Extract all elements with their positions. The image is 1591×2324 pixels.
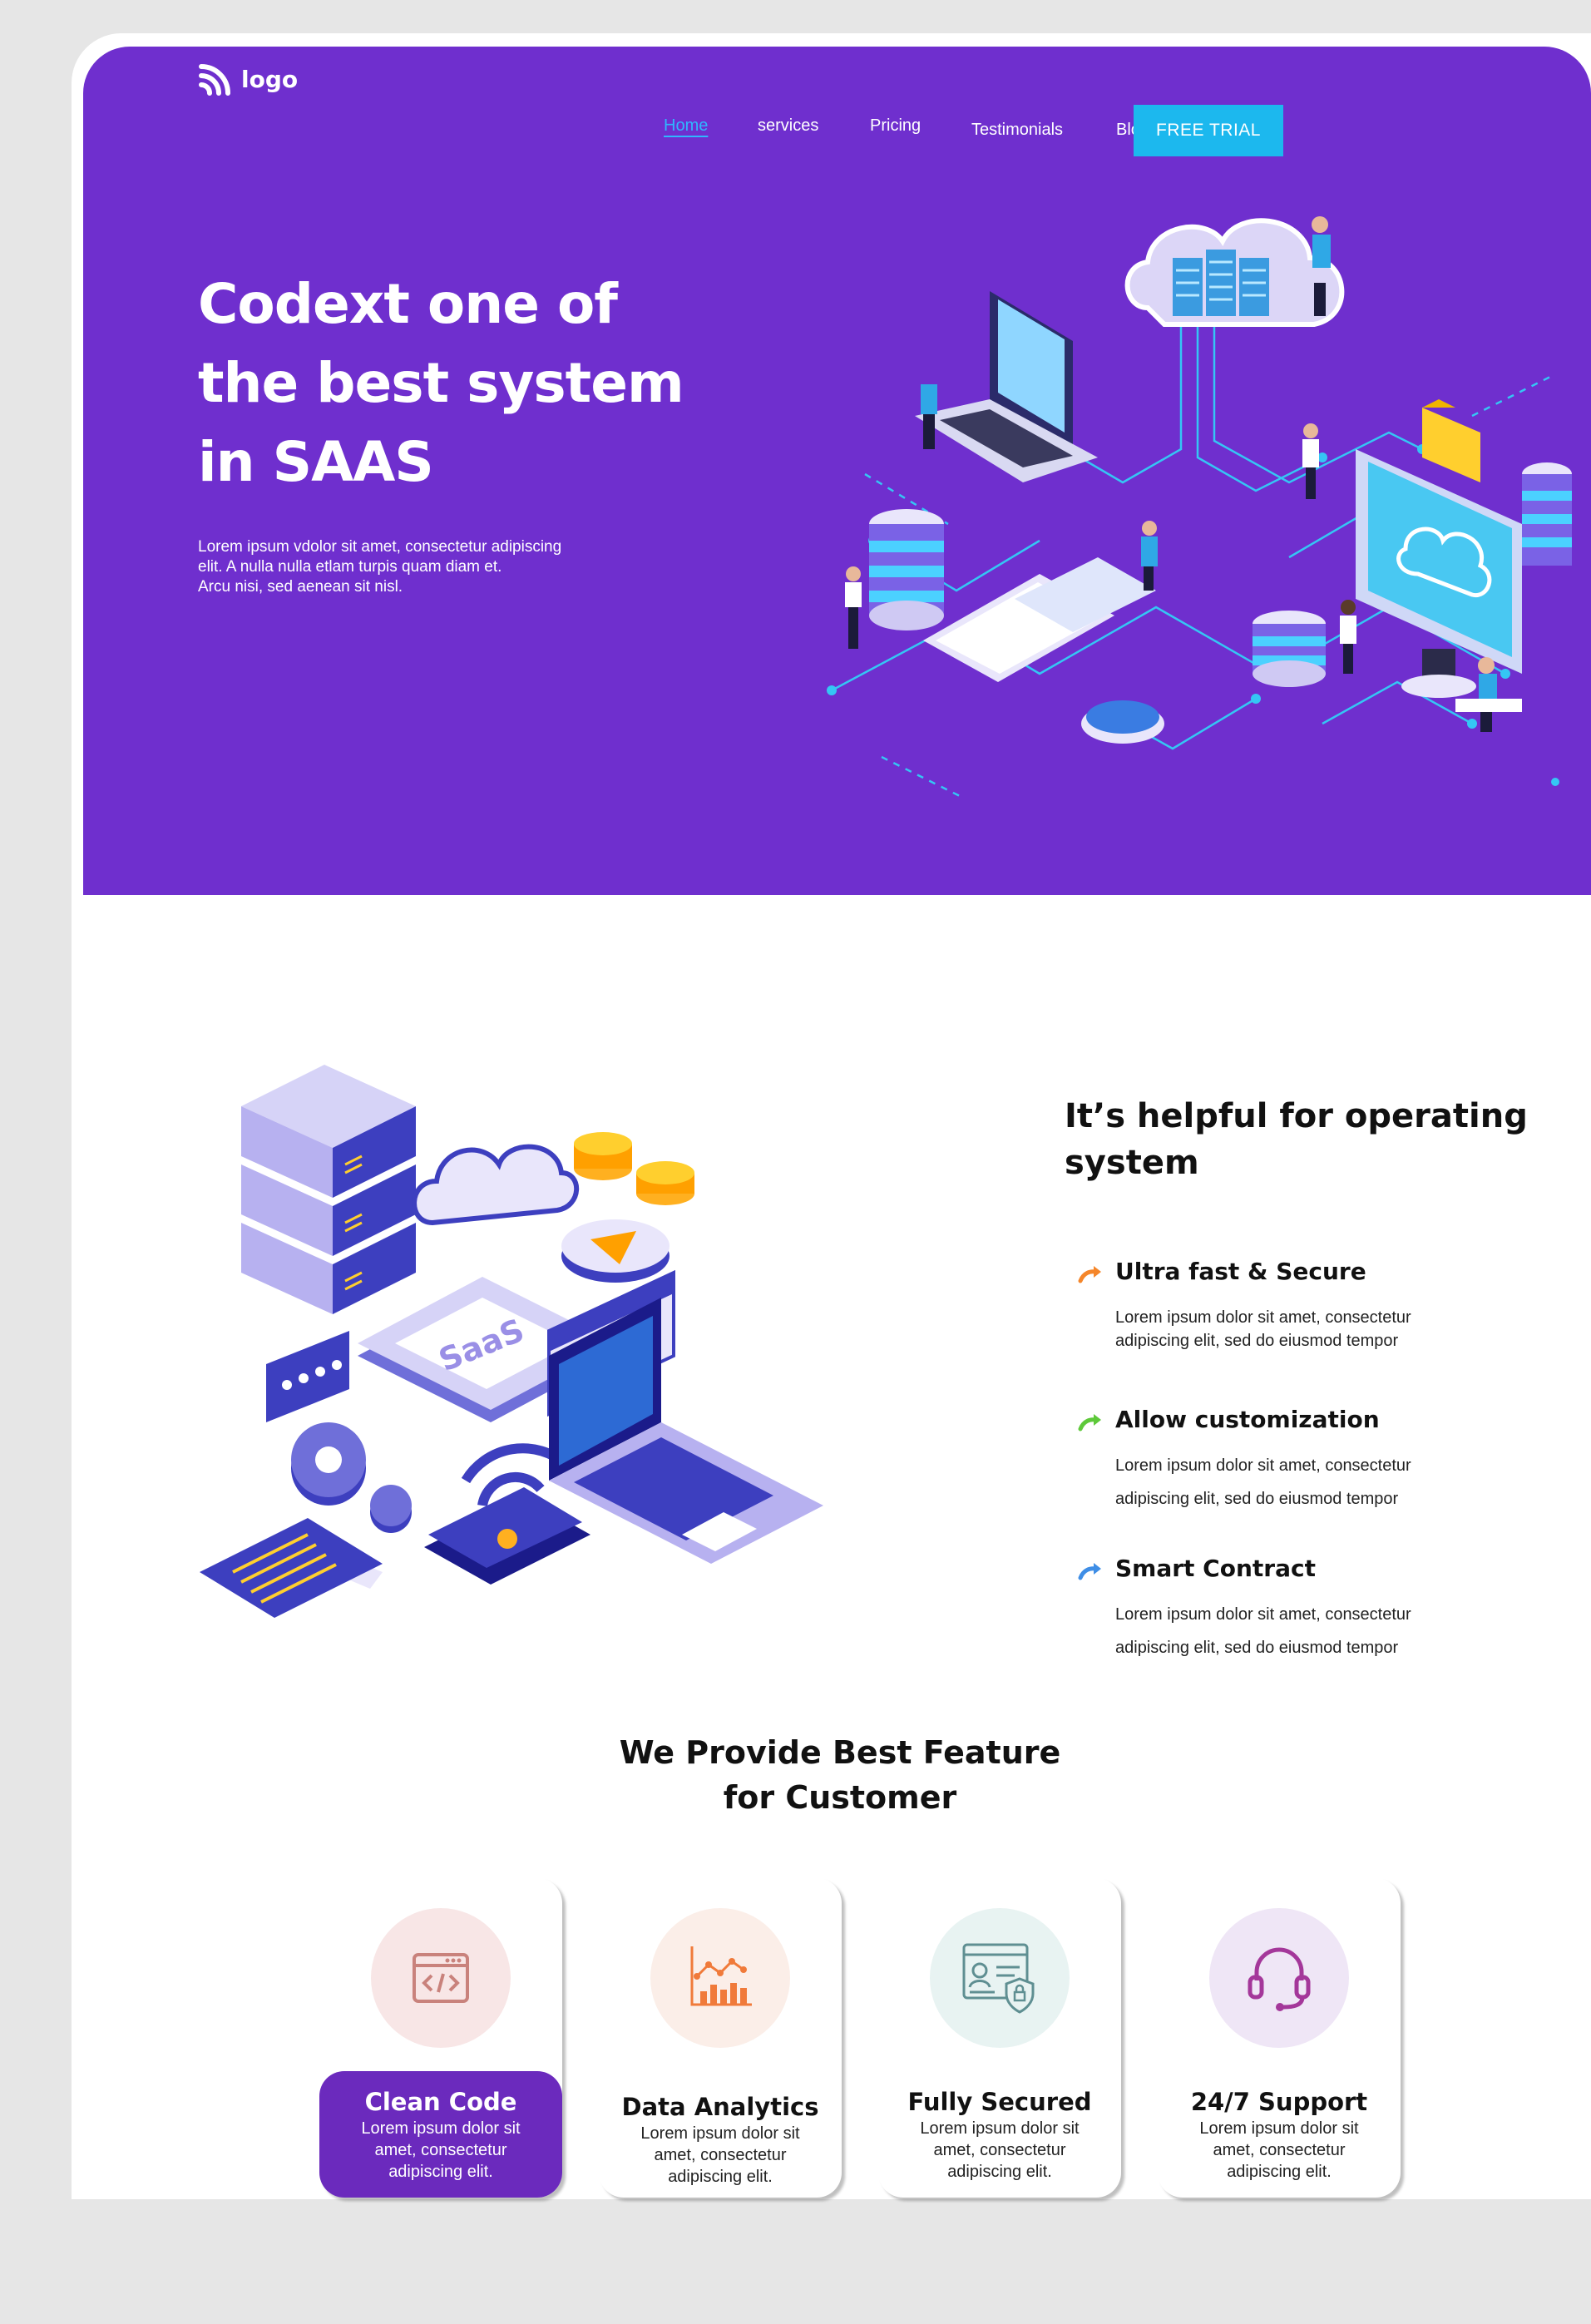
desc-line: Lorem ipsum dolor sit amet, consectetur (1115, 1605, 1411, 1624)
hero-title-line: Codext one of (198, 272, 618, 336)
card-body: Clean Code Lorem ipsum dolor sit amet, c… (319, 2071, 562, 2198)
saas-network-illustration (827, 216, 1572, 800)
logo-icon (199, 64, 230, 96)
feature-card-support[interactable]: 24/7 Support Lorem ipsum dolor sit amet,… (1158, 1878, 1401, 2198)
desc-line: amet, consectetur (654, 2146, 787, 2164)
feature-item-desc: Lorem ipsum dolor sit amet, consectetur … (1115, 1306, 1481, 1352)
card-desc: Lorem ipsum dolor sit amet, consectetur … (878, 2118, 1121, 2183)
card-desc: Lorem ipsum dolor sit amet, consectetur … (319, 2118, 562, 2183)
nav-pricing[interactable]: Pricing (870, 116, 921, 135)
feature-item-title: Ultra fast & Secure (1115, 1258, 1366, 1285)
headset-icon (1248, 1947, 1311, 2011)
desc-line: adipiscing elit. (947, 2163, 1052, 2181)
hero-desc-line: Arcu nisi, sed aenean sit nisl. (198, 578, 403, 596)
feature-item-title: Allow customization (1115, 1406, 1380, 1433)
logo-text: logo (241, 65, 299, 93)
feature-item-desc: Lorem ipsum dolor sit amet, consectetur … (1115, 1598, 1481, 1664)
curved-arrow-icon (1078, 1266, 1101, 1283)
card-body: Fully Secured Lorem ipsum dolor sit amet… (878, 2071, 1121, 2198)
hero-description: Lorem ipsum vdolor sit amet, consectetur… (198, 537, 714, 597)
feature-item-desc: Lorem ipsum dolor sit amet, consectetur … (1115, 1449, 1481, 1516)
desc-line: adipiscing elit, sed do eiusmod tempor (1115, 1332, 1399, 1350)
hero-title: Codext one of the best system in SAAS (198, 265, 780, 502)
hero-desc-line: elit. A nulla nulla etlam turpis quam di… (198, 558, 502, 576)
title-line: It’s helpful for operating (1065, 1097, 1528, 1135)
title-line: We Provide Best Feature (619, 1734, 1061, 1771)
desc-line: adipiscing elit. (388, 2163, 493, 2181)
code-window-icon (413, 1953, 469, 2003)
chart-icon (690, 1946, 752, 2006)
hero-title-line: in SAAS (198, 430, 434, 494)
hero-desc-line: Lorem ipsum vdolor sit amet, consectetur… (198, 538, 562, 556)
card-title: Fully Secured (907, 2088, 1092, 2116)
desc-line: Lorem ipsum dolor sit (920, 2119, 1080, 2138)
card-desc: Lorem ipsum dolor sit amet, consectetur … (599, 2123, 842, 2188)
hero-section (83, 47, 1591, 895)
desc-line: adipiscing elit, sed do eiusmod tempor (1115, 1490, 1399, 1508)
desc-line: Lorem ipsum dolor sit amet, consectetur (1115, 1308, 1411, 1327)
feature-card-data-analytics[interactable]: Data Analytics Lorem ipsum dolor sit ame… (599, 1878, 842, 2198)
best-feature-title: We Provide Best Feature for Customer (507, 1730, 1173, 1820)
card-desc: Lorem ipsum dolor sit amet, consectetur … (1158, 2118, 1401, 2183)
card-title: Clean Code (364, 2088, 517, 2116)
logo[interactable]: logo (198, 62, 298, 96)
desc-line: Lorem ipsum dolor sit (361, 2119, 521, 2138)
feature-card-clean-code[interactable]: Clean Code Lorem ipsum dolor sit amet, c… (319, 1878, 562, 2198)
icon-circle (371, 1908, 511, 2048)
title-line: system (1065, 1144, 1199, 1182)
free-trial-button[interactable]: FREE TRIAL (1134, 105, 1283, 156)
title-line: for Customer (723, 1779, 957, 1816)
desc-line: amet, consectetur (374, 2141, 507, 2159)
icon-circle (650, 1908, 790, 2048)
shield-icon (962, 1943, 1035, 2014)
card-body: 24/7 Support Lorem ipsum dolor sit amet,… (1158, 2071, 1401, 2198)
operating-system-title: It’s helpful for operating system (1065, 1093, 1530, 1186)
desc-line: amet, consectetur (933, 2141, 1066, 2159)
curved-arrow-icon (1078, 1414, 1101, 1431)
desc-line: Lorem ipsum dolor sit (1199, 2119, 1359, 2138)
card-title: Data Analytics (621, 2093, 819, 2121)
hero-title-line: the best system (198, 351, 684, 415)
desc-line: amet, consectetur (1213, 2141, 1346, 2159)
nav-home[interactable]: Home (664, 116, 709, 135)
nav-services[interactable]: services (758, 116, 819, 135)
card-body: Data Analytics Lorem ipsum dolor sit ame… (599, 2071, 842, 2198)
desc-line: adipiscing elit. (668, 2168, 773, 2186)
desc-line: Lorem ipsum dolor sit (640, 2124, 800, 2143)
desc-line: Lorem ipsum dolor sit amet, consectetur (1115, 1456, 1411, 1475)
curved-arrow-icon (1078, 1563, 1101, 1580)
icon-circle (930, 1908, 1070, 2048)
feature-card-fully-secured[interactable]: Fully Secured Lorem ipsum dolor sit amet… (878, 1878, 1121, 2198)
desc-line: adipiscing elit, sed do eiusmod tempor (1115, 1639, 1399, 1657)
feature-item-title: Smart Contract (1115, 1555, 1316, 1582)
icon-circle (1209, 1908, 1349, 2048)
desc-line: adipiscing elit. (1227, 2163, 1332, 2181)
saas-feature-illustration: SaaS (200, 1065, 823, 1618)
card-title: 24/7 Support (1190, 2088, 1368, 2116)
nav-testimonials[interactable]: Testimonials (971, 121, 1064, 139)
